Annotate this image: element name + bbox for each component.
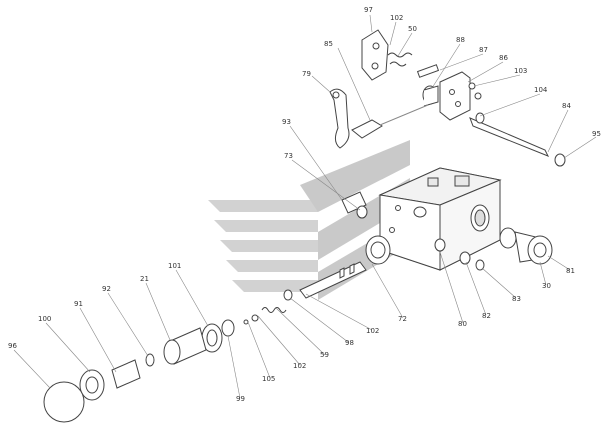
label-96: 96 — [8, 342, 17, 350]
left-shaft-assembly — [43, 191, 391, 423]
label-98: 98 — [345, 339, 354, 347]
label-88: 88 — [456, 36, 465, 44]
right-side-fittings — [459, 227, 553, 271]
label-101: 101 — [168, 262, 181, 270]
label-83: 83 — [512, 295, 521, 303]
label-30: 30 — [542, 282, 551, 290]
label-79: 79 — [302, 70, 311, 78]
label-72: 72 — [398, 315, 407, 323]
label-102-top: 102 — [390, 14, 403, 22]
label-82: 82 — [482, 312, 491, 320]
label-21: 21 — [140, 275, 149, 283]
label-103: 103 — [514, 67, 527, 75]
label-85: 85 — [324, 40, 333, 48]
label-87: 87 — [479, 46, 488, 54]
label-102-low: 102 — [366, 327, 379, 335]
label-91: 91 — [74, 300, 83, 308]
label-86: 86 — [499, 54, 508, 62]
label-80: 80 — [458, 320, 467, 328]
label-59: 59 — [320, 351, 329, 359]
label-50: 50 — [408, 25, 417, 33]
housing-body — [378, 167, 502, 271]
label-97: 97 — [364, 6, 373, 14]
label-73: 73 — [284, 152, 293, 160]
label-99: 99 — [236, 395, 245, 403]
label-81: 81 — [566, 267, 575, 275]
label-105: 105 — [262, 375, 275, 383]
label-104: 104 — [534, 86, 548, 94]
label-92: 92 — [102, 285, 111, 293]
label-102-mid: 102 — [293, 362, 306, 370]
leader-lines — [13, 14, 597, 399]
label-93: 93 — [282, 118, 291, 126]
label-95: 95 — [592, 130, 601, 138]
label-100: 100 — [38, 315, 51, 323]
callout-labels: 97 102 50 88 87 86 85 103 104 84 95 79 9… — [8, 6, 601, 403]
label-84: 84 — [562, 102, 571, 110]
